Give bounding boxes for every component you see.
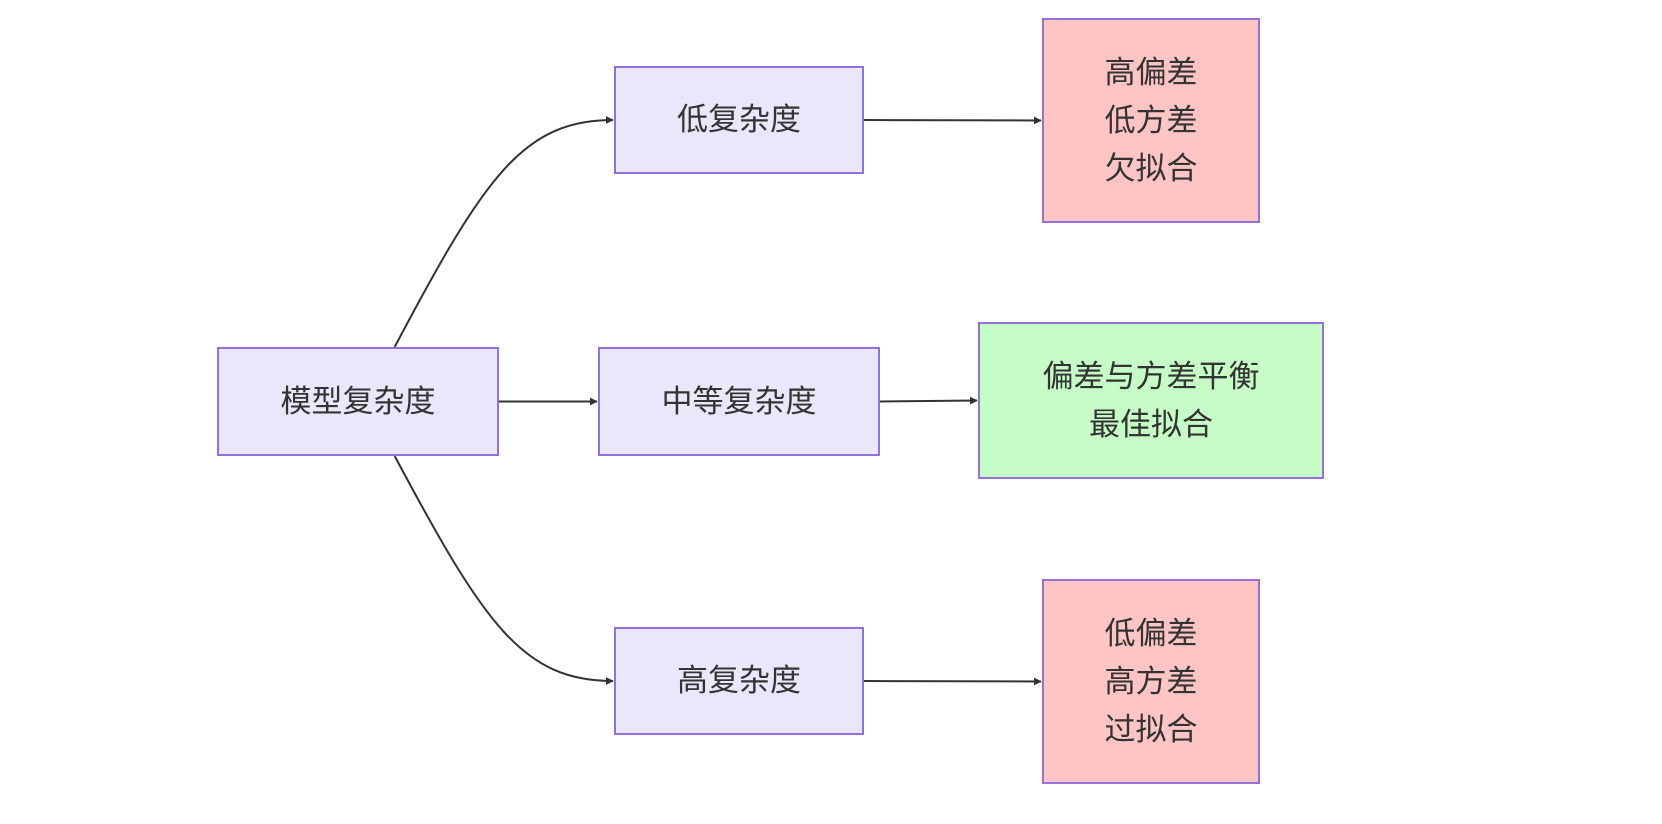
node-label-line: 欠拟合 (1104, 150, 1198, 187)
node-label-line: 最佳拟合 (1089, 406, 1213, 443)
node-best-fit-result: 偏差与方差平衡 最佳拟合 (978, 322, 1324, 479)
edge-root-to-low (393, 116, 614, 348)
node-label-line: 高复杂度 (677, 663, 801, 699)
node-overfit-result: 低偏差 高方差 过拟合 (1042, 579, 1260, 784)
edge-high-to-high_result (863, 677, 1042, 686)
node-medium-complexity: 中等复杂度 (598, 347, 880, 456)
node-low-complexity: 低复杂度 (614, 66, 864, 174)
node-label-line: 低方差 (1104, 102, 1198, 139)
node-label-line: 低偏差 (1104, 615, 1198, 652)
node-label-line: 高偏差 (1104, 54, 1198, 91)
node-label-line: 过拟合 (1104, 711, 1198, 748)
node-label-line: 偏差与方差平衡 (1042, 358, 1260, 395)
node-label-line: 低复杂度 (677, 102, 801, 138)
node-label-line: 模型复杂度 (280, 383, 436, 420)
node-label-line: 中等复杂度 (661, 383, 817, 420)
node-high-complexity: 高复杂度 (614, 627, 864, 735)
edge-mid-to-mid_result (879, 396, 978, 405)
node-model-complexity: 模型复杂度 (217, 347, 499, 456)
node-underfit-result: 高偏差 低方差 欠拟合 (1042, 18, 1260, 223)
edge-root-to-high (393, 455, 614, 685)
node-label-line: 高方差 (1104, 663, 1198, 700)
edge-low-to-low_result (863, 116, 1042, 125)
